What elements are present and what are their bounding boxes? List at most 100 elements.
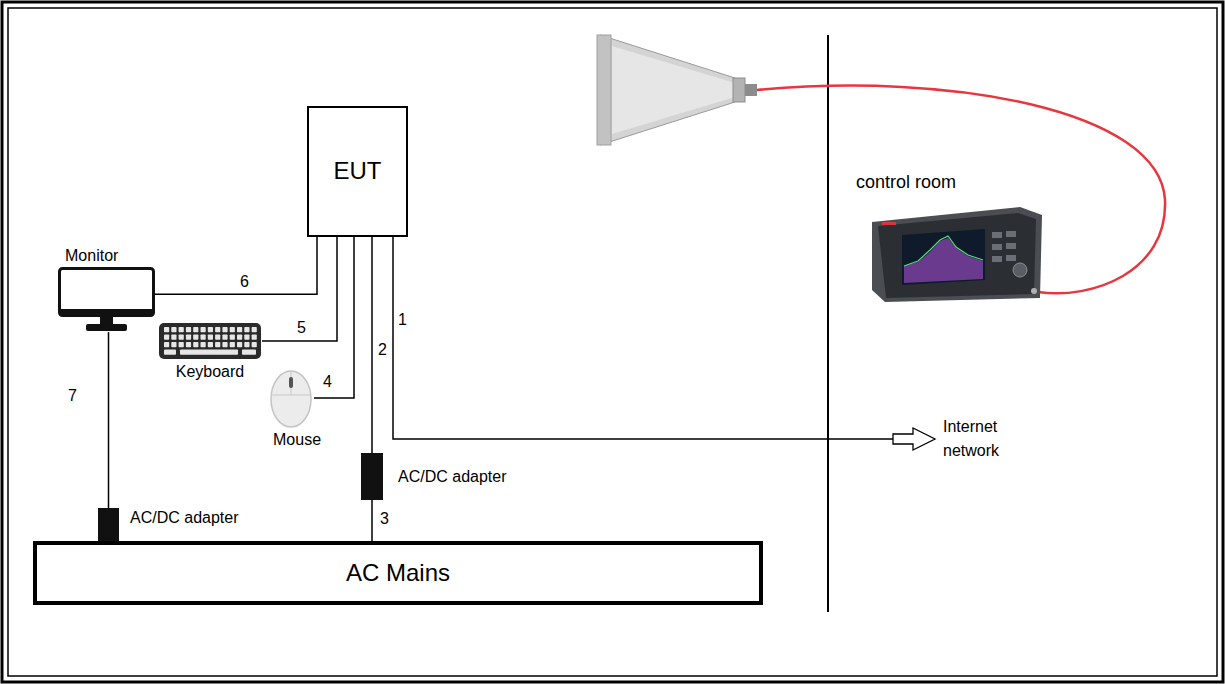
keyboard-key bbox=[208, 342, 213, 347]
keyboard-key bbox=[171, 342, 176, 347]
keyboard-key bbox=[252, 327, 257, 332]
keyboard-key bbox=[222, 342, 227, 347]
ac-dc-adapter: AC/DC adapter bbox=[361, 453, 507, 500]
rf-cable bbox=[757, 86, 1165, 294]
keyboard-key bbox=[164, 342, 169, 347]
cable-number: 1 bbox=[398, 310, 407, 329]
adapter-block bbox=[361, 453, 383, 500]
mouse-icon bbox=[268, 368, 314, 428]
keyboard-key bbox=[208, 335, 213, 340]
room-label: control room bbox=[856, 172, 956, 194]
keyboard-key bbox=[193, 327, 198, 332]
cable-line bbox=[108, 332, 110, 508]
keyboard-key bbox=[237, 342, 242, 347]
analyzer-logo bbox=[882, 222, 896, 225]
keyboard-key bbox=[193, 335, 198, 340]
monitor-screen bbox=[60, 269, 154, 316]
horn-connector bbox=[745, 84, 757, 96]
keyboard-icon bbox=[158, 322, 262, 360]
keyboard-key bbox=[244, 342, 249, 347]
keyboard-key bbox=[208, 327, 213, 332]
cable-number: 3 bbox=[380, 509, 389, 528]
keyboard-key bbox=[186, 335, 191, 340]
keyboard-key bbox=[215, 327, 220, 332]
mouse-body bbox=[271, 371, 311, 427]
keyboard-key bbox=[164, 327, 169, 332]
ac-mains-strip: AC Mains bbox=[33, 541, 763, 605]
keyboard-key bbox=[242, 350, 256, 355]
keyboard-key bbox=[179, 327, 184, 332]
network-label: Internet network bbox=[943, 415, 1028, 463]
cable-line bbox=[154, 237, 317, 294]
analyzer-key bbox=[1006, 231, 1016, 237]
adapter-text: AC/DC adapter bbox=[398, 467, 507, 486]
analyzer-key bbox=[992, 232, 1002, 238]
keyboard-key bbox=[244, 335, 249, 340]
keyboard: Keyboard bbox=[158, 322, 262, 381]
keyboard-key bbox=[201, 327, 206, 332]
keyboard-key bbox=[186, 342, 191, 347]
device-label: Mouse bbox=[268, 430, 321, 449]
keyboard-key bbox=[237, 335, 242, 340]
monitor-neck bbox=[100, 316, 113, 325]
keyboard-key bbox=[252, 335, 257, 340]
monitor-base bbox=[86, 324, 127, 331]
keyboard-key bbox=[180, 350, 238, 355]
cable-line bbox=[393, 237, 893, 439]
analyzer-port bbox=[1031, 288, 1037, 294]
adapter-label: AC/DC adapter bbox=[130, 508, 239, 527]
cable-number: 4 bbox=[323, 372, 332, 391]
keyboard-key bbox=[164, 335, 169, 340]
keyboard-key bbox=[222, 335, 227, 340]
keyboard-key bbox=[237, 327, 242, 332]
keyboard-key bbox=[230, 327, 235, 332]
keyboard-key bbox=[193, 342, 198, 347]
mouse-buttons bbox=[272, 372, 310, 395]
arrow-head bbox=[893, 428, 935, 450]
keyboard-key bbox=[230, 335, 235, 340]
keyboard-key bbox=[201, 335, 206, 340]
cable-number: 5 bbox=[297, 318, 306, 337]
device-label: Monitor bbox=[58, 246, 118, 265]
keyboard-key bbox=[222, 327, 227, 332]
eut-box: EUT bbox=[307, 106, 408, 237]
mouse-wheel bbox=[289, 377, 293, 388]
keyboard-key bbox=[215, 342, 220, 347]
monitor: Monitor bbox=[58, 246, 155, 332]
keyboard-key bbox=[215, 335, 220, 340]
inner-frame bbox=[8, 8, 1217, 676]
keyboard-key bbox=[164, 350, 176, 355]
spectrum-analyzer bbox=[872, 207, 1042, 302]
horn-body bbox=[600, 35, 735, 145]
analyzer-trace bbox=[904, 236, 983, 266]
cable-line bbox=[262, 237, 337, 341]
keyboard-body bbox=[159, 323, 261, 359]
keyboard-key bbox=[186, 327, 191, 332]
analyzer-spectrum bbox=[904, 238, 983, 283]
monitor-icon bbox=[58, 267, 155, 332]
keyboard-key bbox=[179, 342, 184, 347]
cable-number: 2 bbox=[378, 340, 387, 359]
keyboard-key bbox=[230, 342, 235, 347]
monitor-bezel bbox=[60, 309, 154, 316]
keyboard-key bbox=[201, 342, 206, 347]
horn-antenna bbox=[597, 35, 757, 145]
analyzer-key bbox=[992, 256, 1002, 262]
keyboard-key bbox=[179, 335, 184, 340]
cable-number: 6 bbox=[240, 272, 249, 291]
adapter-label: AC/DC adapter bbox=[398, 467, 507, 486]
room-divider bbox=[827, 35, 829, 612]
horn-inner bbox=[612, 46, 735, 134]
keyboard-key bbox=[171, 335, 176, 340]
analyzer-screen bbox=[902, 229, 985, 285]
analyzer-key bbox=[992, 244, 1002, 250]
mouse: Mouse bbox=[268, 368, 321, 449]
analyzer-body bbox=[872, 207, 1042, 302]
keyboard-key bbox=[244, 327, 249, 332]
cable-line bbox=[371, 500, 373, 541]
horn-aperture bbox=[597, 35, 611, 145]
cable-line bbox=[371, 237, 373, 453]
adapter-block bbox=[98, 508, 119, 541]
